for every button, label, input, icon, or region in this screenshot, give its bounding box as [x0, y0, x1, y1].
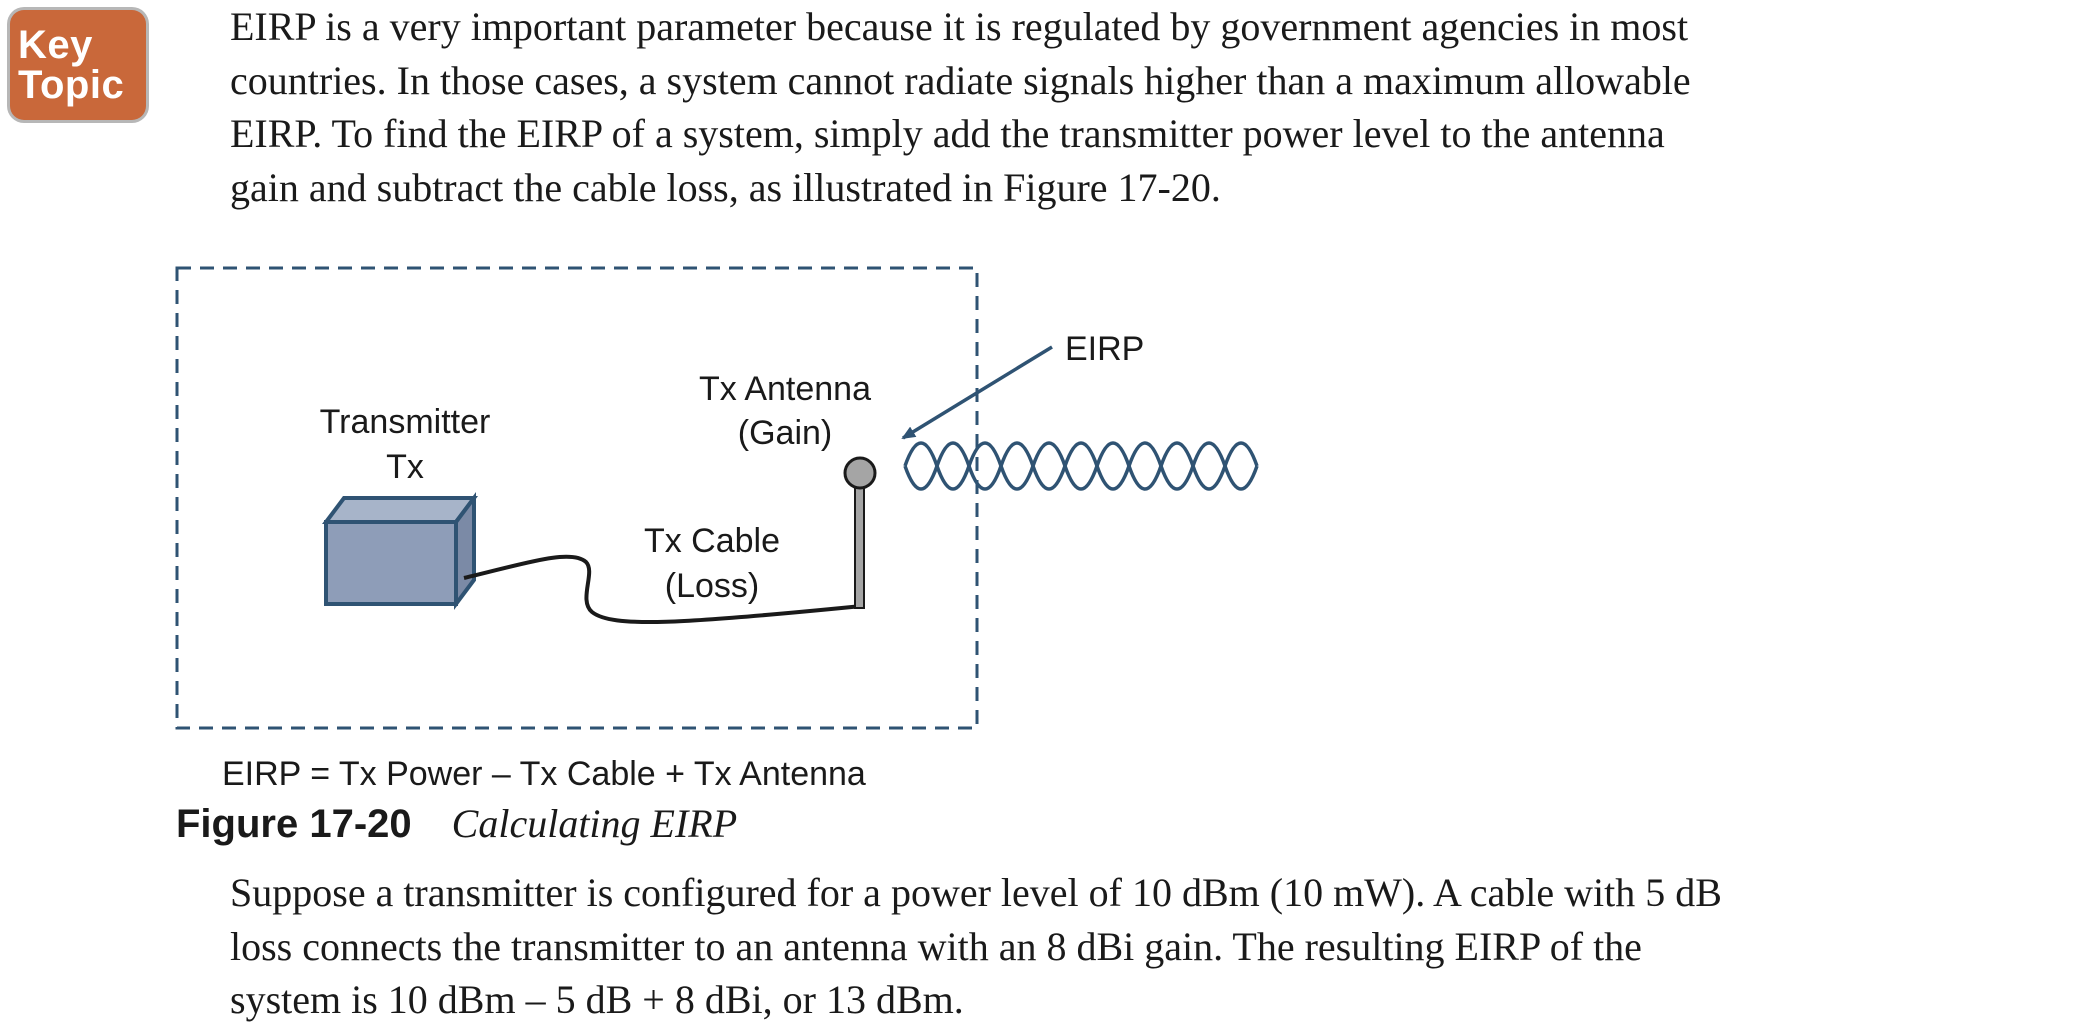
tx-cable — [463, 554, 863, 625]
eirp-arrow — [901, 345, 1053, 440]
antenna-mast — [854, 477, 865, 609]
system-boundary — [175, 266, 979, 730]
paragraph-line: Suppose a transmitter is configured for … — [230, 870, 1722, 915]
transmitter-box — [322, 492, 478, 610]
eirp-formula: EIRP = Tx Power – Tx Cable + Tx Antenna — [222, 755, 866, 793]
radiated-wave-a — [903, 441, 1259, 491]
paragraph-line: gain and subtract the cable loss, as ill… — [230, 164, 1221, 210]
paragraph-line: EIRP. To find the EIRP of a system, simp… — [230, 111, 1665, 156]
key-topic-line-2: Topic — [18, 63, 125, 107]
transmitter-sub-label: Tx — [386, 448, 424, 486]
figure-number: Figure 17-20 — [176, 802, 412, 846]
cable-sub-label: (Loss) — [665, 567, 759, 605]
eirp-label: EIRP — [1065, 330, 1144, 368]
intro-paragraph: EIRP is a very important parameter becau… — [230, 0, 1930, 214]
paragraph-line: system is 10 dBm – 5 dB + 8 dBi, or 13 d… — [230, 977, 964, 1022]
key-topic-line-1: Key — [18, 23, 93, 67]
radiated-wave-b — [903, 441, 1259, 491]
antenna-sub-label: (Gain) — [738, 414, 832, 452]
key-topic-badge: Key Topic — [10, 10, 146, 120]
antenna-tip — [843, 456, 877, 490]
paragraph-line: countries. In those cases, a system cann… — [230, 57, 1691, 103]
transmitter-label: Transmitter — [320, 403, 491, 441]
paragraph-line: EIRP is a very important parameter becau… — [230, 4, 1689, 49]
antenna-label: Tx Antenna — [699, 370, 871, 408]
paragraph-line: loss connects the transmitter to an ante… — [230, 923, 1642, 969]
example-paragraph: Suppose a transmitter is configured for … — [230, 866, 1930, 1027]
figure-caption: Figure 17-20 Calculating EIRP — [176, 800, 737, 848]
cable-label: Tx Cable — [644, 522, 780, 560]
figure-title: Calculating EIRP — [451, 801, 738, 846]
